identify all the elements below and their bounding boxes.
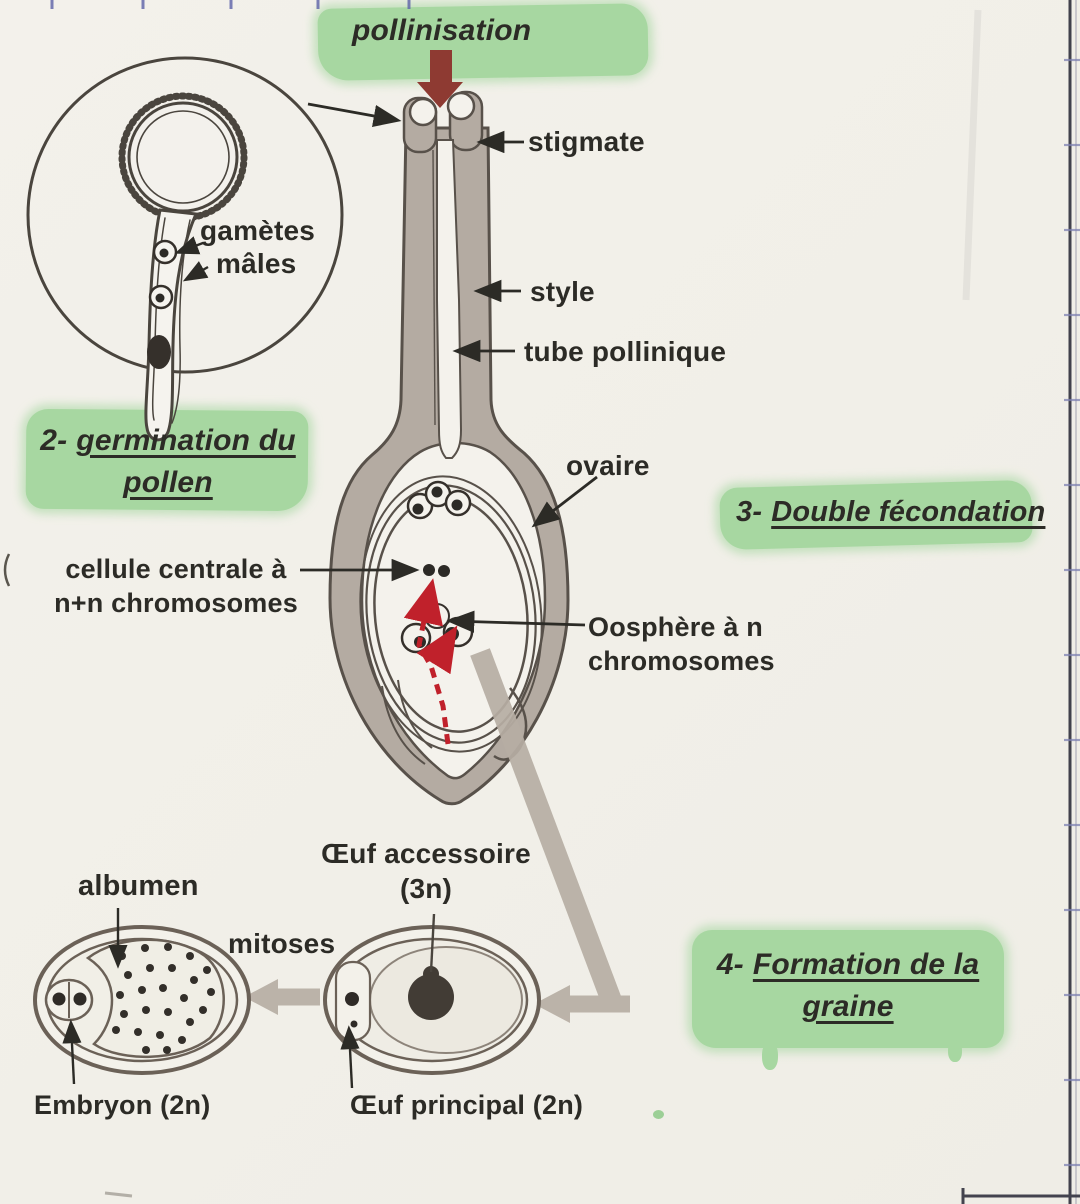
label-ovaire: ovaire <box>566 450 650 481</box>
gametes-line2: mâles <box>216 248 297 279</box>
label-stigmate: stigmate <box>528 126 645 157</box>
pollen-exine-spikes <box>118 92 248 222</box>
step2-number: 2- <box>40 424 68 457</box>
stigma-papilla <box>408 97 438 127</box>
step4-title-line2: graine <box>802 990 894 1023</box>
step2-line1: 2-germination du <box>30 420 306 462</box>
pistil-wall <box>328 126 570 806</box>
tube-nucleus <box>147 335 171 369</box>
step4-number: 4- <box>716 948 744 981</box>
ovule <box>359 475 543 765</box>
central-cell-nuclei <box>423 564 450 577</box>
highlight-drip <box>948 1040 962 1062</box>
label-embryon: Embryon (2n) <box>34 1090 211 1120</box>
step2-title-line2: pollen <box>123 466 213 499</box>
highlighter-fleck <box>653 1110 664 1119</box>
albumen-dots <box>112 943 215 1054</box>
stigma-lobe-right <box>448 90 484 152</box>
oeuf-accessoire-line1: Œuf accessoire <box>321 838 531 869</box>
cellule-centrale-line2: n+n chromosomes <box>54 588 298 618</box>
oosphere-cell <box>442 616 474 648</box>
pollen-tube <box>144 208 199 442</box>
label-step4-formation-graine: 4-Formation de la graine <box>700 944 996 1028</box>
label-tube-pollinique: tube pollinique <box>524 336 727 367</box>
gametes-line1: gamètes <box>200 215 316 246</box>
funiculus-curl <box>493 687 528 761</box>
ovule-to-seed-band <box>470 648 622 1006</box>
step3-number: 3- <box>736 496 763 528</box>
embryo <box>44 978 94 1022</box>
albumen-region <box>85 938 225 1058</box>
step2-title: germination du <box>76 424 296 457</box>
oosphere-line2: chromosomes <box>588 646 775 676</box>
label-pollinisation: pollinisation <box>352 14 532 47</box>
oosphere-line1: Oosphère à n <box>588 612 763 642</box>
pistil <box>328 90 570 806</box>
seed-zygote-stage <box>323 925 541 1075</box>
oeuf-accessoire-nucleus <box>408 974 454 1020</box>
seed-mature <box>33 925 251 1075</box>
step3-title: Double fécondation <box>771 496 1046 528</box>
fertilization-path <box>403 578 458 745</box>
male-gametes-cells <box>148 239 178 310</box>
label-oeuf-accessoire: Œuf accessoire (3n) <box>318 836 534 906</box>
label-style: style <box>530 276 595 307</box>
step4-title: Formation de la <box>752 948 980 981</box>
oeuf-accessoire-ploidy: (3n) <box>399 873 453 904</box>
label-albumen: albumen <box>78 870 199 902</box>
label-mitoses: mitoses <box>228 928 336 959</box>
highlight-drip <box>762 1042 778 1070</box>
egg-apparatus <box>400 603 474 654</box>
cellule-centrale-line1: cellule centrale à <box>65 554 287 584</box>
label-gametes-males: gamètes mâles <box>200 214 315 280</box>
antipodal-cells <box>406 480 472 520</box>
stigma-lobe-left <box>402 96 438 154</box>
ovary-cavity <box>360 441 547 780</box>
label-cellule-centrale: cellule centrale à n+n chromosomes <box>52 552 300 620</box>
grain-to-stigma-arrow <box>307 102 402 128</box>
stigma-papilla <box>446 91 476 121</box>
highlight-step4 <box>692 930 1004 1048</box>
label-oeuf-principal: Œuf principal (2n) <box>350 1090 584 1120</box>
label-step3-double-fecondation: 3-Double fécondation <box>736 496 1045 529</box>
label-step2-germination: 2-germination du pollen <box>30 420 306 504</box>
step4-line1: 4-Formation de la <box>700 944 996 986</box>
pollen-tube-channel <box>436 139 463 459</box>
grid-ticks-right <box>1064 58 1080 1167</box>
oeuf-principal-cell <box>345 992 359 1006</box>
label-oosphere: Oosphère à n chromosomes <box>588 610 775 678</box>
